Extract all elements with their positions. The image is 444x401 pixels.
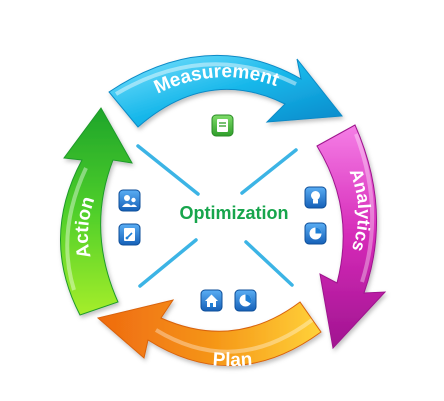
arrow-action <box>60 107 133 316</box>
spokes <box>136 144 298 288</box>
home-icon <box>200 289 223 312</box>
people-icon <box>118 189 141 212</box>
pie-chart-icon <box>304 222 327 245</box>
notes-icon <box>118 223 141 246</box>
arrow-plan <box>96 299 322 367</box>
arrow-analytics <box>316 124 387 350</box>
lightbulb-icon <box>304 186 327 209</box>
chart-icon <box>234 289 257 312</box>
plan-label: Plan <box>212 349 253 371</box>
document-icon <box>211 114 234 137</box>
center-label: Optimization <box>180 203 289 223</box>
arrow-measurement <box>108 54 343 128</box>
